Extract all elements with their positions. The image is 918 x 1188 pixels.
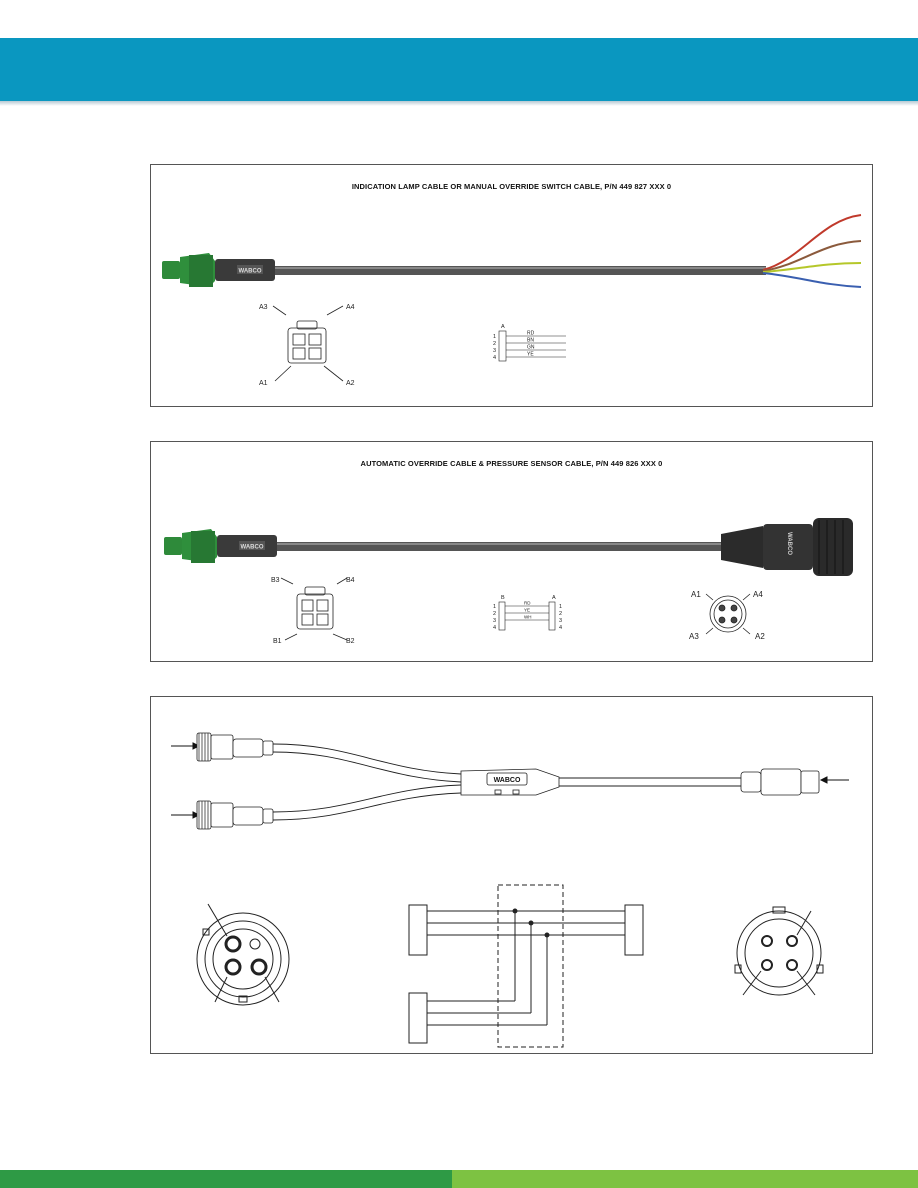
input-arrows: [171, 742, 849, 819]
a-pin-1: 1: [559, 604, 562, 610]
wire-label-ye: YE: [527, 352, 534, 358]
pin-label-a1: A1: [691, 590, 701, 599]
pin-label-b2: B2: [346, 638, 355, 645]
wire-rd: [762, 214, 862, 271]
panel1-drawing: WABCO A3 A4 A1 A2 A 1 2 3 4: [162, 214, 862, 387]
footer-bar-right: [452, 1170, 918, 1188]
wire-label-wh: WH: [524, 615, 532, 620]
wire-ye: [762, 272, 862, 288]
a-pin-3: 3: [559, 618, 562, 624]
cable: [271, 542, 731, 551]
panel2-drawing: WABCO WABCO B3 B4 B1 B2 B A: [164, 518, 853, 645]
pin-2: 2: [493, 341, 496, 347]
socket-right: [734, 906, 824, 996]
panel-indication-lamp-cable: INDICATION LAMP CABLE OR MANUAL OVERRIDE…: [150, 164, 873, 407]
connector-face-a: [272, 305, 344, 382]
wiring-diagram: B A 1 2 3 4 1 2 3 4 RD YE WH: [493, 595, 562, 631]
wire-label-rd: RD: [527, 331, 535, 337]
connector-left: WABCO: [162, 253, 275, 287]
wire-label-gn: GN: [527, 345, 535, 351]
brand-label-right: WABCO: [786, 532, 792, 555]
brand-label: WABCO: [239, 269, 262, 275]
wire-label-bn: BN: [527, 338, 534, 344]
header-bar: [0, 38, 918, 101]
panel-y-cable: WABCO: [150, 696, 873, 1054]
connector-face-a-round: [705, 593, 751, 635]
connector-label: A: [501, 324, 505, 330]
pin-label-a3: A3: [689, 632, 699, 641]
a-pin-2: 2: [559, 611, 562, 617]
pin-label-a1: A1: [259, 380, 268, 387]
b-pin-4: 4: [493, 625, 496, 631]
connector-lower: [196, 800, 274, 830]
wiring-diagram: A 1 2 3 4 RD BN GN YE: [493, 324, 566, 362]
pin-label-a4: A4: [346, 304, 355, 311]
pin-label-a3: A3: [259, 304, 268, 311]
a-pin-4: 4: [559, 625, 562, 631]
b-pin-3: 3: [493, 618, 496, 624]
socket-left: [196, 903, 290, 1006]
junction-block: WABCO: [460, 768, 560, 796]
connector-right: WABCO: [721, 518, 853, 576]
pin-1: 1: [493, 334, 496, 340]
y-cables: [272, 743, 741, 821]
pin-label-b3: B3: [271, 577, 280, 584]
pin-3: 3: [493, 348, 496, 354]
brand-label: WABCO: [494, 777, 521, 784]
connector-face-b: [280, 577, 348, 641]
footer-bar-left: [0, 1170, 452, 1188]
panel3-drawing: WABCO: [171, 732, 849, 1048]
wire-ends: [762, 214, 862, 288]
wire-gn: [762, 262, 862, 273]
panel2-title: AUTOMATIC OVERRIDE CABLE & PRESSURE SENS…: [360, 459, 663, 468]
pin-label-a4: A4: [753, 590, 763, 599]
panel-automatic-override-cable: AUTOMATIC OVERRIDE CABLE & PRESSURE SENS…: [150, 441, 873, 662]
pin-label-b4: B4: [346, 577, 355, 584]
schematic: [408, 884, 644, 1048]
header-shadow: [0, 101, 918, 106]
connector-right: [740, 768, 820, 796]
connector-upper: [196, 732, 274, 762]
cable: [271, 266, 766, 275]
b-pin-1: 1: [493, 604, 496, 610]
pin-label-a2: A2: [346, 380, 355, 387]
pin-label-a2: A2: [755, 632, 765, 641]
pin-4: 4: [493, 355, 496, 361]
b-pin-2: 2: [493, 611, 496, 617]
wire-bn: [762, 240, 862, 272]
wire-label-ye: YE: [524, 608, 530, 613]
connector-label-b: B: [501, 595, 505, 601]
connector-left: WABCO: [164, 529, 277, 563]
brand-label: WABCO: [241, 545, 264, 551]
panel1-title: INDICATION LAMP CABLE OR MANUAL OVERRIDE…: [351, 182, 672, 191]
pin-label-b1: B1: [273, 638, 282, 645]
wire-label-rd: RD: [524, 601, 531, 606]
connector-label-a: A: [552, 595, 556, 601]
